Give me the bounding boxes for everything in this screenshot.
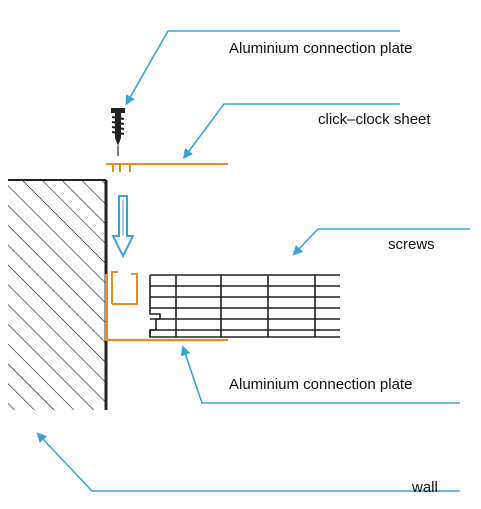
label-click-clock-sheet: click–clock sheet [318,111,431,128]
panel-sheet [149,274,340,338]
leader-bottom-plate [180,345,460,404]
down-arrow-icon [111,195,135,259]
leader-sheet [183,103,400,160]
leader-wall [36,432,460,492]
screw-icon [111,108,125,156]
label-bottom-plate: Aluminium connection plate [229,376,413,393]
leader-screws [292,228,470,256]
click-clock-sheet-profile [106,163,228,172]
leader-top-plate [125,30,400,106]
label-screws: screws [388,236,435,253]
label-wall: wall [412,479,438,496]
aluminium-connection-plate-profile [104,271,228,342]
wall [8,179,108,410]
label-top-plate: Aluminium connection plate [229,40,413,57]
leader-lines [36,30,470,492]
